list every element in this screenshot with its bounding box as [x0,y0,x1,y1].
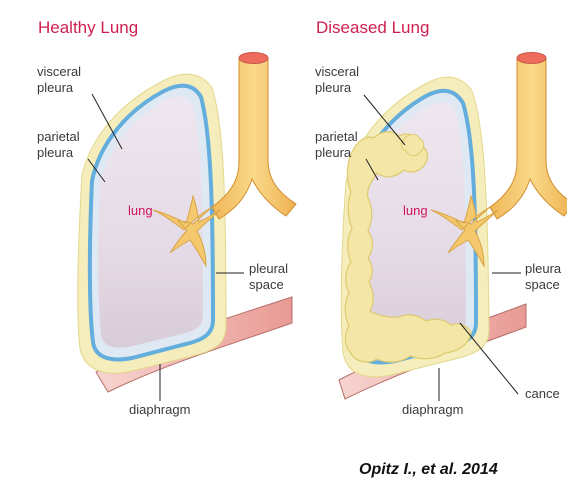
healthy-pleural-space-label: pleural space [249,261,292,292]
diseased-lung-title: Diseased Lung [316,18,429,37]
diseased-visceral-pleura-label: visceral pleura [315,64,363,95]
diseased-lung-label: lung [403,203,428,218]
citation: Opitz I., et al. 2014 [359,461,498,478]
healthy-lung-illustration [78,53,296,393]
healthy-parietal-pleura-label: parietal pleura [37,129,83,160]
healthy-lung-label: lung [128,203,153,218]
diseased-diaphragm-label: diaphragm [402,402,463,417]
healthy-trachea-opening [239,53,268,64]
healthy-visceral-pleura-label: visceral pleura [37,64,85,95]
diseased-cancer-label: cance [525,386,560,401]
diseased-trachea [490,58,567,219]
healthy-diaphragm-label: diaphragm [129,402,190,417]
diseased-pleural-space-label: pleura space [525,261,565,292]
diseased-lung-illustration [339,53,567,400]
healthy-lung-title: Healthy Lung [38,18,138,37]
diseased-trachea-opening [517,53,546,64]
